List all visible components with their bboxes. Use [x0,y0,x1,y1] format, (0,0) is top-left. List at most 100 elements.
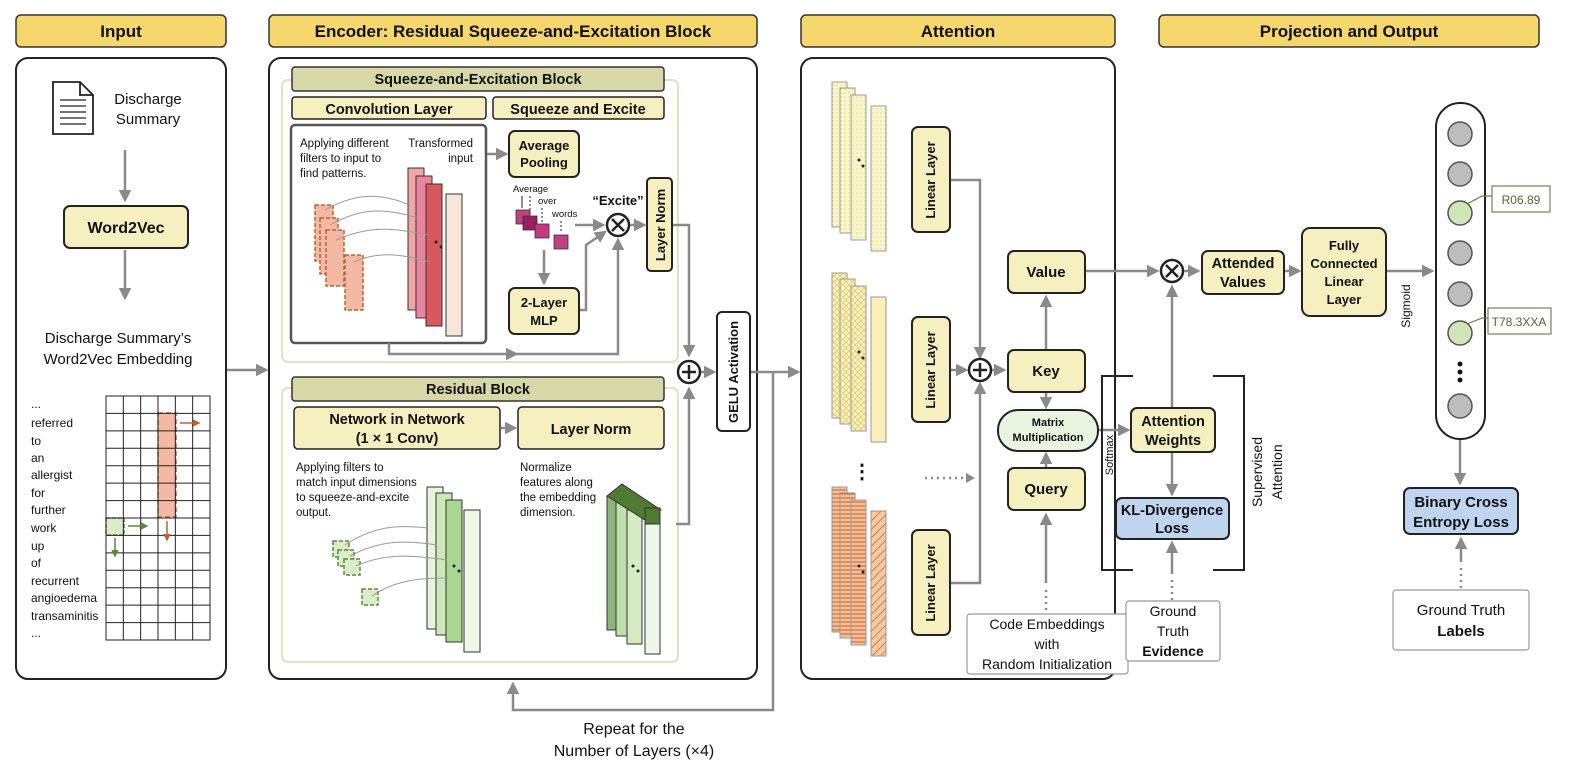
header-attention-label: Attention [921,22,996,41]
word-8: up [31,539,45,553]
ground-truth-labels-box: Ground Truth Labels [1392,589,1530,651]
squeeze-excite-bar [492,96,665,120]
arrow-lin1-sum [951,178,987,360]
mlp-1: 2-Layer [521,295,567,310]
repeat-2: Number of Layers (×4) [554,743,715,760]
gt-labels-2: Labels [1437,623,1485,640]
linear-layer-3: Linear Layer [911,529,951,636]
att-weights-1: Attention [1141,414,1205,430]
doc-label-1: Discharge [114,91,182,108]
key-label: Key [1032,363,1060,380]
avg-pool-2: Pooling [520,155,568,170]
header-encoder: Encoder: Residual Squeeze-and-Excitation… [268,14,758,48]
word-7: work [30,521,57,535]
label-tag-1-text: R06.89 [1502,193,1541,207]
value-label: Value [1026,264,1065,281]
query-box: Query [1007,467,1086,511]
arrow-lin3-sum [951,381,987,585]
document-icon [52,81,94,135]
layer-norm-illustration [606,483,662,655]
pooled-squares [515,196,569,250]
transformed-1: Transformed [408,138,473,150]
add-icon-attention [967,357,993,383]
nin-desc-3: to squeeze-and-excite [296,492,409,504]
fc-layer-box: Fully Connected Linear Layer [1301,227,1387,317]
se-block-title: Squeeze-and-Excitation Block [374,72,582,88]
avg-over-3: words [551,209,578,220]
add-icon-encoder [676,359,702,385]
avg-pool-1: Average [519,138,570,153]
bce-2: Entropy Loss [1413,514,1509,531]
code-emb-2: with [1034,636,1060,652]
conv-desc-2: filters to input to [300,153,381,165]
layer-norm-label: Layer Norm [551,422,632,438]
repeat-1: Repeat for the [583,721,685,738]
header-encoder-label: Encoder: Residual Squeeze-and-Excitation… [315,22,712,41]
code-emb-1: Code Embeddings [989,616,1104,632]
kl-2: Loss [1155,521,1189,537]
nin-1: Network in Network [329,412,465,428]
kl-1: KL-Divergence [1121,503,1223,519]
input-stack-1 [831,81,887,252]
kl-loss-box: KL-Divergence Loss [1115,497,1230,540]
word-0: ... [31,397,41,411]
gelu-label: GELU Activation [726,321,741,423]
doc-label-2: Summary [116,111,181,128]
input-stack-3 [831,486,887,657]
linear-layer-3-label: Linear Layer [923,544,938,621]
sigmoid-label: Sigmoid [1399,284,1413,327]
multiply-icon [605,212,631,238]
conv-layer-bar [291,96,487,120]
matmul-2: Multiplication [1013,432,1084,444]
nin-desc-2: match input dimensions [296,477,417,489]
gt-ev-3: Evidence [1142,643,1204,659]
key-box: Key [1007,349,1086,393]
supervised-2: Attention [1269,444,1285,499]
ellipsis-stacks: ⋮ [852,461,872,483]
conv-desc-3: find patterns. [300,168,366,180]
nin-desc-1: Applying filters to [296,462,384,474]
neuron-7 [1447,393,1473,419]
nin-box: Network in Network (1 × 1 Conv) [293,406,501,450]
attended-2: Values [1220,275,1266,291]
gt-labels-1: Ground Truth [1417,602,1505,619]
conv-desc-1: Applying different [300,138,389,150]
word-3: an [31,451,44,465]
neuron-4 [1447,240,1473,266]
embedding-label-2: Word2Vec Embedding [44,351,193,368]
nin-filters-illustration [332,486,481,653]
header-input: Input [15,14,227,48]
header-projection-label: Projection and Output [1260,22,1439,41]
neuron-5 [1447,281,1473,307]
neuron-6 [1447,320,1473,346]
transformed-2: input [448,153,474,165]
linear-layer-1-label: Linear Layer [923,141,938,218]
word-13: ... [31,626,41,640]
label-tag-2: T78.3XXA [1487,307,1552,335]
word2vec-label: Word2Vec [87,220,164,237]
embedding-grid [105,395,211,641]
multiply-icon-attention [1159,258,1185,284]
residual-block-title: Residual Block [426,382,531,398]
attended-1: Attended [1212,256,1275,272]
word-2: to [31,434,41,448]
linear-layer-2: Linear Layer [911,316,951,423]
neuron-3 [1447,200,1473,226]
matmul-1: Matrix [1032,417,1065,429]
word-list: ... referred to an allergist for further… [30,397,98,640]
norm-desc-2: features along [520,477,593,489]
word-12: transaminitis [31,609,98,623]
layer-norm-vertical-label: Layer Norm [653,189,668,261]
supervised-1: Supervised [1249,437,1265,507]
norm-desc-3: the embedding [520,492,596,504]
layer-norm-box: Layer Norm [517,406,665,450]
supervised-bracket [1101,375,1245,571]
linear-layer-1: Linear Layer [911,126,951,233]
header-input-label: Input [100,22,142,41]
bce-loss-box: Binary Cross Entropy Loss [1403,487,1519,535]
word-10: recurrent [31,574,80,588]
gelu-box: GELU Activation [716,311,751,432]
mlp-box: 2-Layer MLP [508,287,580,335]
se-block-title-bar [291,66,665,92]
